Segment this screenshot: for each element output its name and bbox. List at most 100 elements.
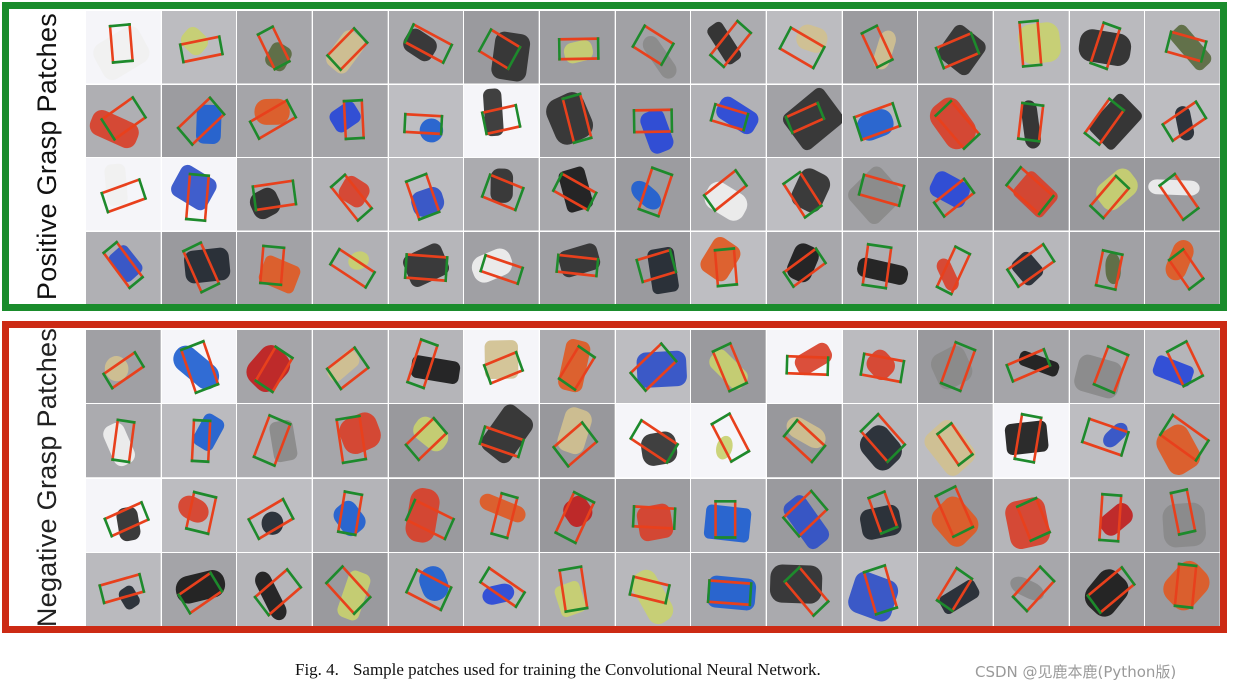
grasp-rectangle: [480, 173, 526, 212]
grasp-plate-edge: [858, 429, 890, 464]
grasp-plate-edge: [558, 568, 568, 613]
grasp-rectangle: [630, 23, 675, 67]
patch-object: [108, 244, 143, 282]
grasp-width-edge: [1187, 276, 1206, 291]
grasp-width-edge: [329, 172, 347, 189]
grasp-rectangle: [254, 344, 295, 394]
positive-patch-image: [1145, 158, 1220, 231]
grasp-plate-edge: [247, 496, 286, 521]
positive-patch-image: [1069, 158, 1145, 231]
patch-object: [1156, 424, 1201, 476]
grasp-plate-edge: [102, 589, 146, 605]
grasp-plate-edge: [639, 418, 680, 447]
grasp-plate-edge: [558, 57, 600, 61]
grasp-plate-edge: [412, 497, 455, 521]
figure-caption-text: Sample patches used for training the Con…: [352, 660, 821, 679]
grasp-width-edge: [1038, 564, 1056, 583]
grasp-plate-edge: [1094, 248, 1105, 287]
grasp-plate-edge: [325, 345, 357, 371]
grasp-plate-edge: [187, 589, 224, 615]
negative-patch: [539, 330, 615, 404]
grasp-rectangle: [782, 418, 827, 465]
grasp-width-edge: [478, 425, 487, 446]
grasp-plate-edge: [634, 247, 672, 262]
negative-grasp-panel: Negative Grasp Patches: [2, 321, 1227, 633]
grasp-width-edge: [1100, 492, 1123, 497]
positive-patch: [1069, 84, 1145, 157]
positive-patch: [615, 158, 691, 231]
grasp-plate-edge: [1190, 564, 1198, 609]
grasp-plate-edge: [1158, 183, 1186, 222]
grasp-plate-edge: [934, 31, 974, 50]
grasp-width-edge: [176, 592, 192, 615]
grasp-plate-edge: [950, 576, 974, 613]
grasp-plate-edge: [484, 253, 525, 270]
grasp-width-edge: [139, 500, 151, 521]
negative-patch: [388, 404, 464, 478]
grasp-width-edge: [1119, 430, 1130, 458]
grasp-plate-edge: [643, 359, 678, 393]
grasp-plate-edge: [360, 98, 365, 139]
grasp-plate-edge: [1169, 30, 1209, 44]
grasp-plate-edge: [935, 566, 959, 603]
grasp-width-edge: [190, 459, 210, 464]
grasp-width-edge: [417, 210, 441, 222]
grasp-width-edge: [178, 43, 185, 64]
grasp-width-edge: [708, 53, 726, 69]
grasp-rectangle: [628, 341, 678, 393]
positive-patch-image: [918, 84, 993, 157]
grasp-plate-edge: [342, 99, 348, 140]
grasp-plate-edge: [190, 418, 195, 463]
grasp-width-edge: [438, 585, 453, 612]
grasp-plate-edge: [642, 23, 675, 46]
negative-patch-image: [237, 404, 312, 478]
grasp-width-edge: [335, 414, 361, 422]
grasp-plate-edge: [404, 517, 447, 541]
grasp-width-edge: [707, 578, 712, 603]
grasp-plate-edge: [1097, 492, 1104, 541]
negative-patch-image: [766, 552, 842, 626]
grasp-width-edge: [133, 350, 146, 369]
negative-patch: [161, 552, 237, 626]
grasp-width-edge: [402, 22, 415, 44]
patch-object: [177, 495, 209, 523]
grasp-plate-edge: [1016, 100, 1024, 140]
grasp-rectangle: [785, 354, 830, 377]
grasp-width-edge: [785, 354, 789, 375]
positive-patch: [1145, 158, 1220, 231]
positive-patch-image: [86, 84, 161, 157]
grasp-plate-edge: [483, 425, 526, 443]
positive-patch: [993, 11, 1069, 84]
positive-patch: [312, 231, 388, 304]
positive-patch: [86, 231, 161, 304]
negative-patch-image: [237, 552, 312, 626]
grasp-plate-edge: [862, 570, 878, 616]
grasp-plate-edge: [1013, 412, 1024, 461]
grasp-rectangle: [482, 350, 525, 386]
grasp-width-edge: [815, 100, 826, 120]
grasp-width-edge: [419, 337, 439, 348]
grasp-plate-edge: [708, 19, 740, 57]
grasp-rectangle: [781, 170, 824, 220]
positive-patch: [918, 11, 993, 84]
positive-patch-image: [615, 231, 691, 304]
grasp-rectangle: [248, 98, 298, 140]
patch-object: [640, 431, 677, 467]
negative-patch-image: [918, 478, 993, 552]
grasp-rectangle: [1169, 487, 1197, 536]
grasp-rectangle: [404, 172, 441, 222]
negative-patch-image: [691, 478, 766, 552]
grasp-width-edge: [1029, 529, 1052, 543]
positive-patch-image: [1145, 11, 1220, 84]
grasp-rectangle: [713, 246, 739, 288]
grasp-width-edge: [328, 246, 342, 266]
negative-patch-image: [312, 552, 388, 626]
grasp-plate-edge: [1113, 252, 1124, 291]
grasp-plate-edge: [99, 95, 135, 121]
grasp-width-edge: [251, 185, 258, 212]
grasp-width-edge: [181, 240, 203, 253]
positive-patch: [993, 84, 1069, 157]
grasp-plate-edge: [256, 32, 277, 72]
patch-object: [1162, 502, 1207, 547]
negative-patch: [237, 404, 312, 478]
